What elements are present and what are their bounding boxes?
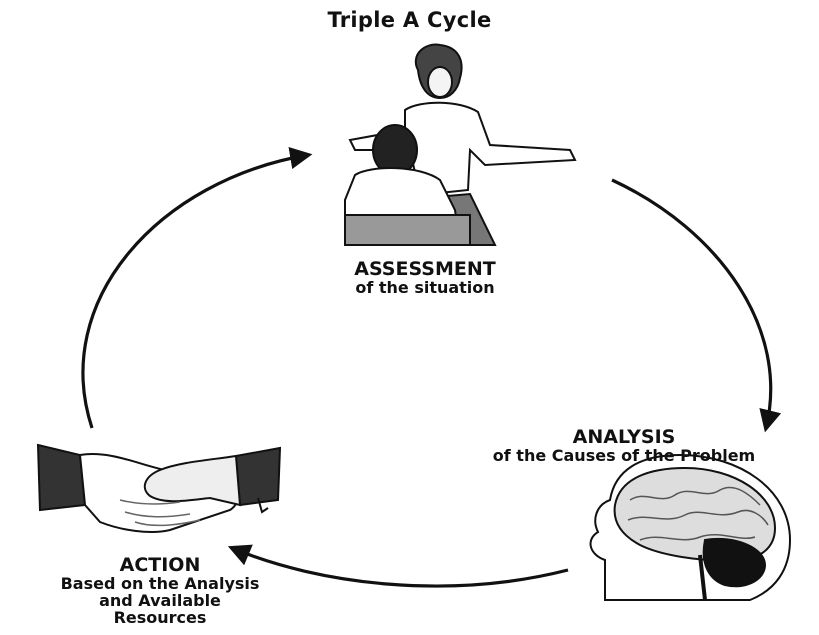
assessment-heading: ASSESSMENT bbox=[300, 260, 550, 280]
arrow-assessment-to-analysis bbox=[612, 180, 771, 428]
presenter-with-seated-person-illustration bbox=[345, 45, 575, 245]
analysis-heading: ANALYSIS bbox=[434, 428, 814, 448]
action-detail-line-2: and Available bbox=[5, 593, 315, 610]
analysis-label: ANALYSIS of the Causes of the Problem bbox=[434, 428, 814, 465]
assessment-detail: of the situation bbox=[300, 280, 550, 297]
handshake-illustration bbox=[38, 445, 280, 532]
arrow-action-to-assessment bbox=[83, 155, 308, 428]
action-heading: ACTION bbox=[5, 556, 315, 576]
head-with-brain-illustration bbox=[591, 455, 790, 600]
action-label: ACTION Based on the Analysis and Availab… bbox=[5, 556, 315, 626]
analysis-detail: of the Causes of the Problem bbox=[434, 448, 814, 465]
assessment-label: ASSESSMENT of the situation bbox=[300, 260, 550, 297]
action-detail-line-3: Resources bbox=[5, 610, 315, 627]
